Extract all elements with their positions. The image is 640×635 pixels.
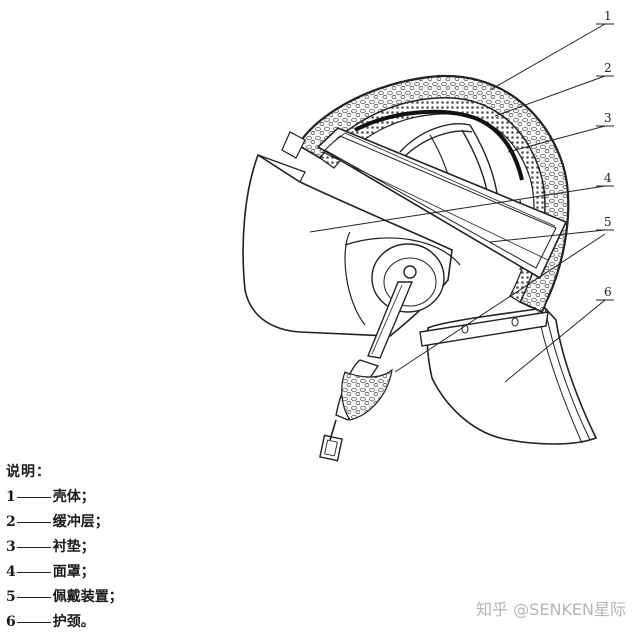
callout-6: 6 — [604, 285, 612, 299]
callout-1: 1 — [604, 9, 612, 23]
callout-3: 3 — [604, 111, 612, 125]
callout-5: 5 — [604, 215, 612, 229]
watermark: 知乎 @SENKEN星际 — [476, 600, 626, 619]
chin-strap — [319, 265, 417, 462]
callout-2: 2 — [604, 61, 612, 75]
callout-4: 4 — [604, 171, 612, 185]
buffer-layer — [319, 97, 546, 303]
callout-numbers: 1 2 3 4 5 6 — [596, 9, 614, 301]
legend-title: 说明： — [6, 464, 51, 480]
leader-lines — [309, 23, 606, 383]
